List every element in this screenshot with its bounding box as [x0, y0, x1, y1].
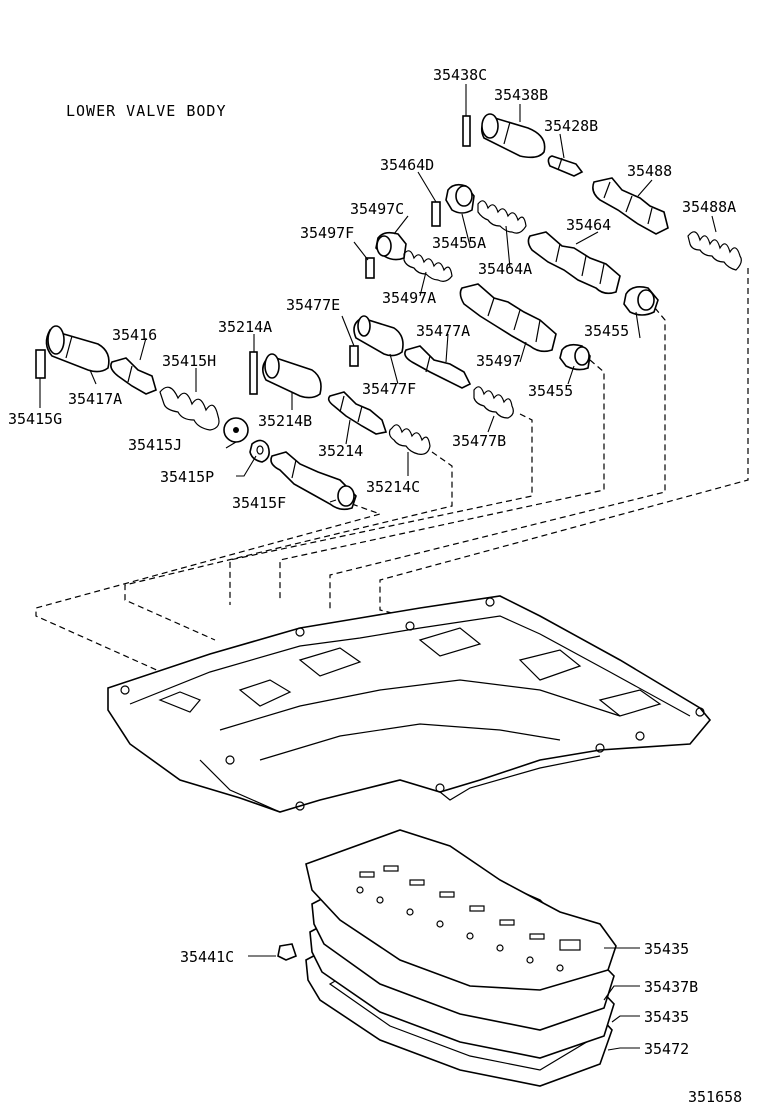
label-35416: 35416 — [112, 326, 157, 344]
label-35214A: 35214A — [218, 318, 272, 336]
valve-35464 — [527, 231, 621, 295]
valve-35416 — [110, 357, 157, 395]
label-35497A: 35497A — [382, 289, 436, 307]
sleeve-35214B — [262, 353, 322, 399]
leader-lines — [39, 84, 717, 1051]
label-35464A: 35464A — [478, 260, 532, 278]
pin-35415G — [35, 349, 46, 379]
label-35415J: 35415J — [128, 436, 182, 454]
label-35214B: 35214B — [258, 412, 312, 430]
valve-35415F — [270, 451, 357, 511]
label-35455-lower: 35455 — [528, 382, 573, 400]
label-35214C: 35214C — [366, 478, 420, 496]
valve-35497 — [459, 283, 557, 353]
label-35472: 35472 — [644, 1040, 689, 1058]
figure-number: 351658 — [688, 1088, 742, 1106]
spring-35415H — [159, 386, 220, 431]
label-35477A: 35477A — [416, 322, 470, 340]
plate-35435-top — [305, 829, 617, 991]
part-labels: 35438C 35438B 35428B 35464D 35488 35497C… — [8, 66, 736, 1058]
label-35477F: 35477F — [362, 380, 416, 398]
label-35464D: 35464D — [380, 156, 434, 174]
pin-35477E — [349, 345, 359, 367]
sleeve-35417A — [45, 325, 110, 373]
label-35435-lower: 35435 — [644, 1008, 689, 1026]
sleeve-35438B — [480, 113, 546, 159]
spring-35488A — [687, 231, 742, 271]
pin-35464D — [431, 201, 441, 227]
label-35441C: 35441C — [180, 948, 234, 966]
spring-35464A — [477, 200, 527, 234]
assembly-dashed-lines — [35, 268, 749, 677]
label-35415H: 35415H — [162, 352, 216, 370]
label-35415G: 35415G — [8, 410, 62, 428]
valve-35477A — [404, 345, 472, 389]
label-35428B: 35428B — [544, 117, 598, 135]
valve-35214 — [327, 391, 388, 435]
label-35477B: 35477B — [452, 432, 506, 450]
diagram-title: LOWER VALVE BODY — [66, 102, 227, 120]
label-35214: 35214 — [318, 442, 363, 460]
label-35477E: 35477E — [286, 296, 340, 314]
label-35438C: 35438C — [433, 66, 487, 84]
pin-35438C — [462, 115, 471, 147]
plug-35428B — [547, 155, 584, 177]
label-35437B: 35437B — [644, 978, 698, 996]
label-35417A: 35417A — [68, 390, 122, 408]
cap-35455-lower — [559, 343, 591, 371]
pin-35214A — [249, 351, 258, 395]
label-35415F: 35415F — [232, 494, 286, 512]
ball-35441C — [277, 943, 297, 961]
washer-35415J — [223, 417, 249, 443]
spring-35497A — [403, 250, 453, 282]
cap-35455-top — [623, 286, 659, 316]
label-35415P: 35415P — [160, 468, 214, 486]
clip-35415P — [249, 439, 270, 463]
spring-35477B — [473, 386, 514, 419]
label-35488: 35488 — [627, 162, 672, 180]
cap-35455A — [445, 183, 475, 214]
label-35455A: 35455A — [432, 234, 486, 252]
spring-35214C — [388, 424, 431, 455]
lower-valve-body-casting — [107, 595, 712, 813]
label-35497F: 35497F — [300, 224, 354, 242]
label-35488A: 35488A — [682, 198, 736, 216]
label-35455-top: 35455 — [584, 322, 629, 340]
label-35435-top: 35435 — [644, 940, 689, 958]
sleeve-35477F — [353, 315, 404, 357]
pin-35497F — [365, 257, 375, 279]
valve-35488 — [592, 177, 669, 235]
label-35464: 35464 — [566, 216, 611, 234]
cap-35497C — [375, 231, 407, 261]
label-35438B: 35438B — [494, 86, 548, 104]
label-35497C: 35497C — [350, 200, 404, 218]
label-35497: 35497 — [476, 352, 521, 370]
